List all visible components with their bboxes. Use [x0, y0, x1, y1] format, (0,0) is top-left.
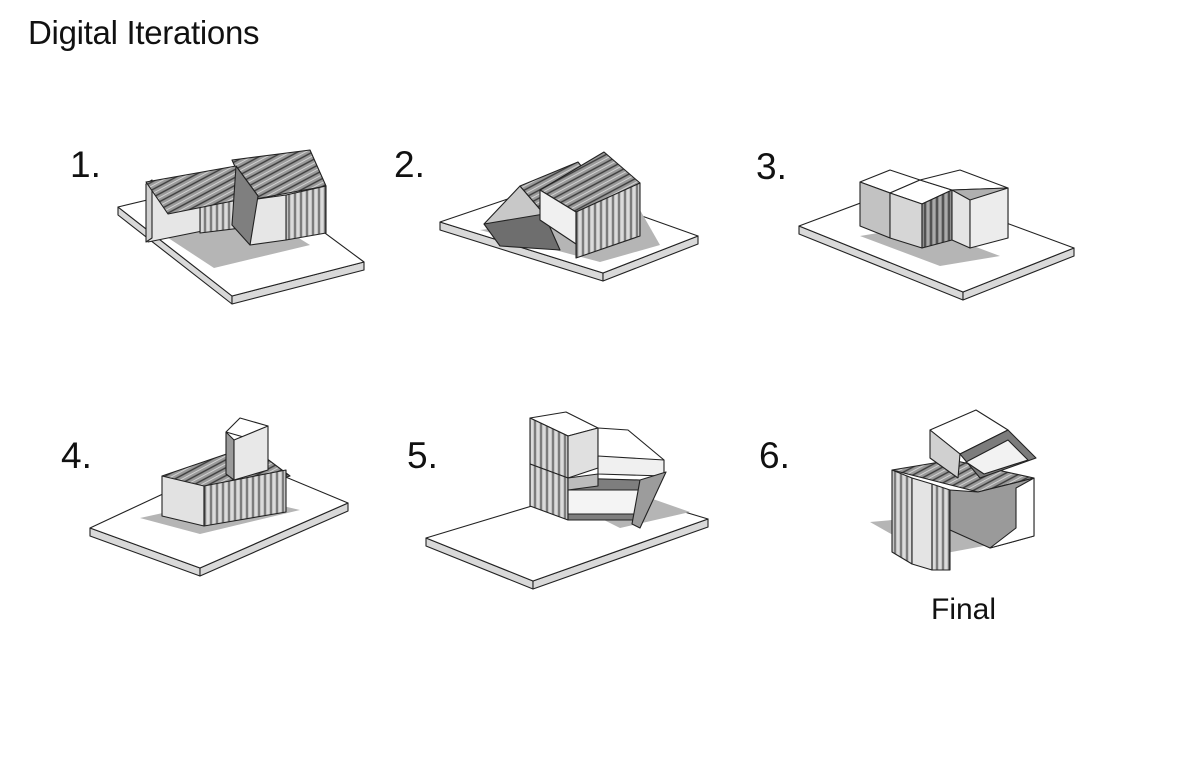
page-title: Digital Iterations	[28, 14, 260, 51]
iteration-5-model	[425, 411, 709, 590]
iteration-4-label: 4.	[61, 435, 92, 476]
iteration-1-label: 1.	[70, 144, 101, 185]
iteration-3-label: 3.	[756, 146, 787, 187]
iteration-5-label: 5.	[407, 435, 438, 476]
iteration-6-label: 6.	[759, 435, 790, 476]
iteration-3-model	[798, 169, 1075, 301]
iteration-2-label: 2.	[394, 144, 425, 185]
iteration-4-model	[89, 417, 349, 577]
iteration-1-model	[117, 149, 365, 305]
final-caption: Final	[931, 593, 997, 626]
iteration-2-model	[439, 151, 699, 282]
iteration-6-model	[870, 409, 1037, 571]
